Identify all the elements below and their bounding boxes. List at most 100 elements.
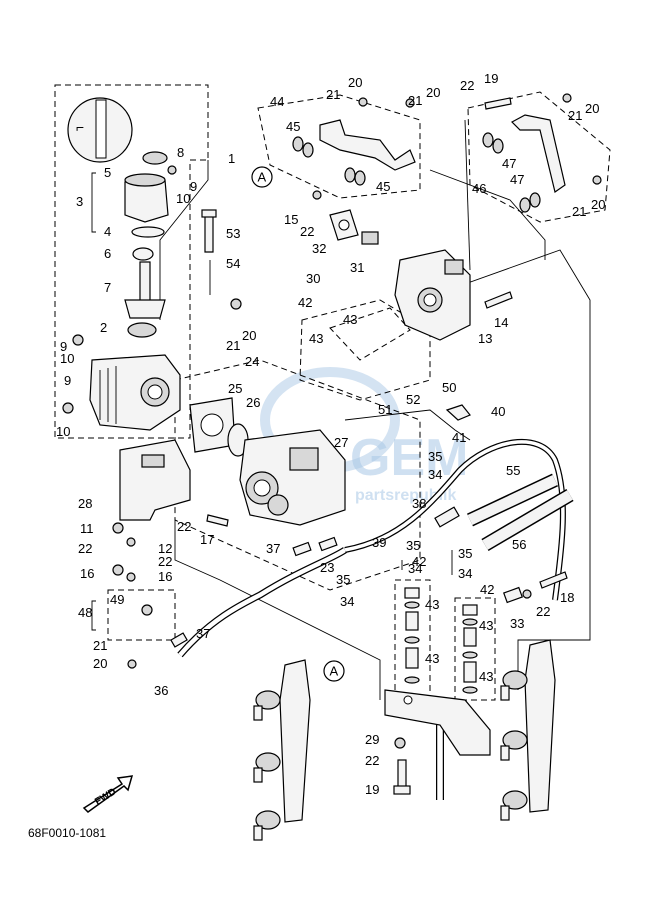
injector-stack-left [404, 587, 420, 684]
callout-37b: 37 [196, 626, 210, 641]
callout-23: 23 [320, 560, 334, 575]
callout-37: 37 [266, 541, 280, 556]
callout-42b: 42 [412, 554, 426, 569]
callout-43f: 43 [479, 669, 493, 684]
callout-50: 50 [442, 380, 456, 395]
callout-4: 4 [104, 224, 111, 239]
callout-11: 11 [80, 521, 94, 536]
callout-18: 18 [560, 590, 574, 605]
callout-21f: 21 [93, 638, 107, 653]
callout-55: 55 [506, 463, 520, 478]
callout-5: 5 [104, 165, 111, 180]
callout-13: 13 [478, 331, 492, 346]
callout-25: 25 [228, 381, 242, 396]
svg-text:A: A [258, 170, 267, 185]
callout-38: 38 [412, 496, 426, 511]
callout-45: 45 [286, 119, 300, 134]
callout-35c: 35 [458, 546, 472, 561]
callout-26: 26 [246, 395, 260, 410]
callout-7: 7 [104, 280, 111, 295]
callout-16: 16 [80, 566, 94, 581]
callout-43b: 43 [309, 331, 323, 346]
callout-47b: 47 [510, 172, 524, 187]
callout-44: 44 [270, 94, 284, 109]
callout-21b: 21 [408, 93, 422, 108]
callout-22d: 22 [78, 541, 92, 556]
callout-41: 41 [452, 430, 466, 445]
callout-brackets [91, 172, 453, 631]
callout-29: 29 [365, 732, 379, 747]
callout-48: 48 [78, 605, 92, 620]
callout-22f: 22 [536, 604, 550, 619]
callout-10c: 10 [56, 424, 70, 439]
injector-stack-right [462, 604, 478, 694]
sensor-part-32 [329, 209, 379, 245]
callout-3: 3 [76, 194, 83, 209]
callout-20: 20 [348, 75, 362, 90]
callout-21d: 21 [572, 204, 586, 219]
callout-20c: 20 [585, 101, 599, 116]
shaft-part-7 [124, 261, 166, 319]
bracket-part-28 [119, 439, 191, 521]
callout-20d: 20 [591, 197, 605, 212]
small-fasteners [62, 93, 602, 749]
callout-2: 2 [100, 320, 107, 335]
callout-20f: 20 [93, 656, 107, 671]
hose-connectors [170, 404, 523, 648]
callout-35d: 35 [428, 449, 442, 464]
callout-9b: 9 [60, 339, 67, 354]
callout-9: 9 [190, 179, 197, 194]
hose-part-55 [467, 473, 558, 527]
callout-53: 53 [226, 226, 240, 241]
fuel-pump-body [239, 429, 346, 526]
callout-22c: 22 [177, 519, 191, 534]
callout-43: 43 [343, 312, 357, 327]
callout-43e: 43 [479, 618, 493, 633]
fwd-arrow-icon: FWD [82, 775, 134, 813]
callout-21c: 21 [568, 108, 582, 123]
diagram-code: 68F0010-1081 [28, 826, 107, 840]
callout-15: 15 [284, 212, 298, 227]
callout-42c: 42 [480, 582, 494, 597]
callout-54: 54 [226, 256, 240, 271]
callout-10: 10 [176, 191, 190, 206]
throttle-body-part-13 [394, 249, 471, 341]
throttle-linkage-46 [482, 114, 566, 213]
callout-56: 56 [512, 537, 526, 552]
oring-part-4 [131, 226, 165, 238]
callout-30: 30 [306, 271, 320, 286]
callout-20b: 20 [426, 85, 440, 100]
callout-1: 1 [228, 151, 235, 166]
callout-42: 42 [298, 295, 312, 310]
fuel-rail-right [500, 639, 556, 821]
leader-lines [159, 119, 591, 700]
callout-labels: 1 2 3 4 5 6 7 8 9 10 9 10 9 10 11 12 13 … [56, 71, 605, 797]
callout-19: 19 [484, 71, 498, 86]
callout-28: 28 [78, 496, 92, 511]
bearing-part-2 [127, 322, 157, 338]
callout-6: 6 [104, 246, 111, 261]
bolts [201, 97, 568, 795]
callout-24: 24 [245, 354, 259, 369]
callout-12: 12 [158, 541, 172, 556]
callout-16b: 16 [158, 569, 172, 584]
callout-22: 22 [460, 78, 474, 93]
callout-14: 14 [494, 315, 508, 330]
svg-text:A: A [330, 664, 339, 679]
callout-36: 36 [154, 683, 168, 698]
callout-20e: 20 [242, 328, 256, 343]
callout-22b: 22 [300, 224, 314, 239]
callout-34d: 34 [428, 467, 442, 482]
callout-46: 46 [472, 181, 486, 196]
callout-49: 49 [110, 592, 124, 607]
callout-22g: 22 [365, 753, 379, 768]
hose-part-56 [481, 488, 574, 552]
callout-40: 40 [491, 404, 505, 419]
callout-34: 34 [340, 594, 354, 609]
seal-part-6 [132, 247, 154, 261]
mounting-bracket-lower [384, 689, 491, 756]
oil-pump-housing [89, 354, 181, 431]
callout-43c: 43 [425, 597, 439, 612]
callout-47: 47 [502, 156, 516, 171]
